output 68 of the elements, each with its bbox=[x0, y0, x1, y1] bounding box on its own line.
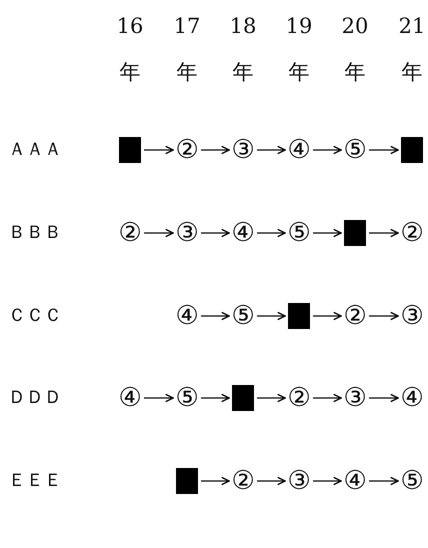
square-block bbox=[232, 385, 254, 411]
year-number: 20 bbox=[342, 13, 368, 39]
circled-number: ② bbox=[286, 384, 312, 412]
arrow bbox=[313, 146, 342, 154]
circled-number: ③ bbox=[342, 384, 368, 412]
arrow bbox=[144, 394, 174, 402]
row-label: ＡＡＡ bbox=[8, 138, 62, 162]
circled-number: ⑤ bbox=[174, 384, 200, 412]
arrow bbox=[313, 228, 342, 238]
arrow bbox=[257, 312, 286, 320]
arrow bbox=[257, 394, 286, 402]
circled-number: ④ bbox=[342, 467, 368, 495]
arrow bbox=[369, 394, 399, 402]
circled-number: ⑤ bbox=[230, 302, 256, 330]
year-number: 16 bbox=[116, 13, 144, 39]
circled-number: ④ bbox=[286, 136, 312, 164]
circled-number: ④ bbox=[230, 219, 256, 247]
arrow bbox=[313, 312, 342, 320]
circled-number: ④ bbox=[117, 384, 143, 412]
square-block bbox=[288, 303, 310, 329]
square-block bbox=[119, 137, 141, 163]
row-label: ＤＤＤ bbox=[8, 386, 62, 410]
circled-number: ② bbox=[342, 302, 368, 330]
year-character: 年 bbox=[344, 59, 366, 85]
arrow bbox=[201, 394, 230, 402]
arrow bbox=[313, 476, 342, 486]
circled-number: ⑤ bbox=[399, 467, 425, 495]
circled-number: ③ bbox=[174, 219, 200, 247]
row-label: ＢＢＢ bbox=[8, 221, 62, 245]
row-label: ＣＣＣ bbox=[8, 304, 62, 328]
circled-number: ② bbox=[174, 136, 200, 164]
year-character: 年 bbox=[232, 59, 254, 85]
square-block bbox=[401, 137, 423, 163]
year-character: 年 bbox=[402, 59, 422, 85]
circled-number: ③ bbox=[399, 302, 425, 330]
year-character: 年 bbox=[176, 59, 198, 85]
circled-number: ② bbox=[117, 219, 143, 247]
circled-number: ③ bbox=[230, 136, 256, 164]
arrow bbox=[257, 476, 286, 486]
arrow bbox=[144, 228, 174, 238]
arrow bbox=[257, 146, 286, 154]
year-character: 年 bbox=[120, 59, 140, 85]
arrow bbox=[201, 476, 230, 486]
arrow bbox=[313, 394, 342, 402]
square-block bbox=[176, 468, 198, 494]
arrow bbox=[144, 146, 174, 154]
arrow bbox=[369, 476, 399, 486]
circled-number: ⑤ bbox=[286, 219, 312, 247]
year-number: 21 bbox=[398, 13, 426, 39]
circled-number: ② bbox=[230, 467, 256, 495]
row-label: ＥＥＥ bbox=[8, 469, 62, 493]
year-number: 17 bbox=[174, 13, 200, 39]
circled-number: ② bbox=[399, 219, 425, 247]
circled-number: ⑤ bbox=[342, 136, 368, 164]
square-block bbox=[344, 220, 366, 246]
arrow bbox=[369, 146, 399, 154]
circled-number: ④ bbox=[174, 302, 200, 330]
year-number: 18 bbox=[230, 13, 256, 39]
arrow bbox=[257, 228, 286, 238]
arrow bbox=[201, 146, 230, 154]
year-number: 19 bbox=[286, 13, 312, 39]
arrow bbox=[369, 228, 399, 238]
circled-number: ④ bbox=[399, 384, 425, 412]
year-character: 年 bbox=[288, 59, 310, 85]
arrow bbox=[201, 312, 230, 320]
arrow bbox=[369, 312, 399, 320]
arrow bbox=[201, 228, 230, 238]
circled-number: ③ bbox=[286, 467, 312, 495]
